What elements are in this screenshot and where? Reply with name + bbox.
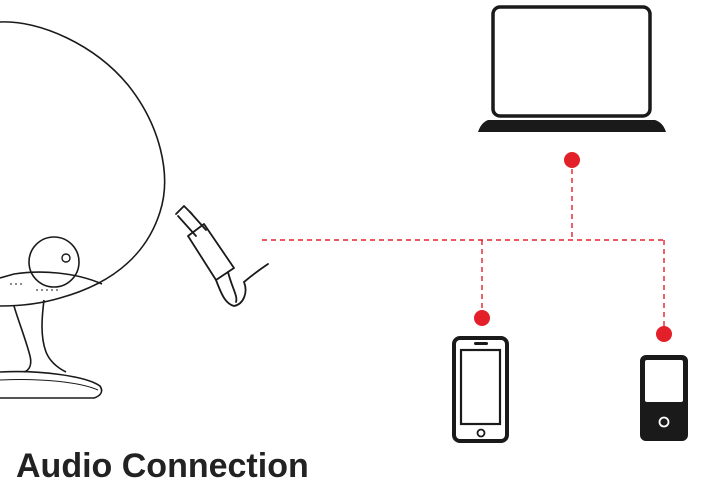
speaker-rim	[0, 271, 103, 285]
music-player-icon	[640, 355, 688, 441]
speaker-knob-icon	[28, 236, 80, 288]
smartphone-home-button-icon	[476, 428, 486, 438]
diagram-caption: Audio Connection	[16, 447, 309, 485]
connector-dots	[474, 152, 672, 342]
speaker-stand	[13, 305, 32, 373]
smartphone-speaker-slot	[474, 342, 488, 345]
laptop-icon	[478, 5, 666, 132]
speaker-knob-indicator	[61, 253, 71, 263]
music-player-wheel-icon	[658, 416, 670, 428]
speaker-dome	[0, 21, 166, 307]
laptop-connector-dot	[564, 152, 580, 168]
speaker-base	[0, 370, 103, 399]
speaker-icon	[0, 21, 166, 399]
laptop-screen	[491, 5, 652, 118]
laptop-base	[478, 120, 666, 132]
smartphone-icon	[452, 336, 509, 443]
smartphone-connector-dot	[474, 310, 490, 326]
smartphone-screen	[459, 348, 502, 426]
audio-connection-diagram	[0, 5, 688, 443]
aux-cable-icon	[175, 205, 269, 307]
music-player-screen	[645, 360, 683, 402]
connection-lines	[262, 160, 665, 334]
music-player-connector-dot	[656, 326, 672, 342]
